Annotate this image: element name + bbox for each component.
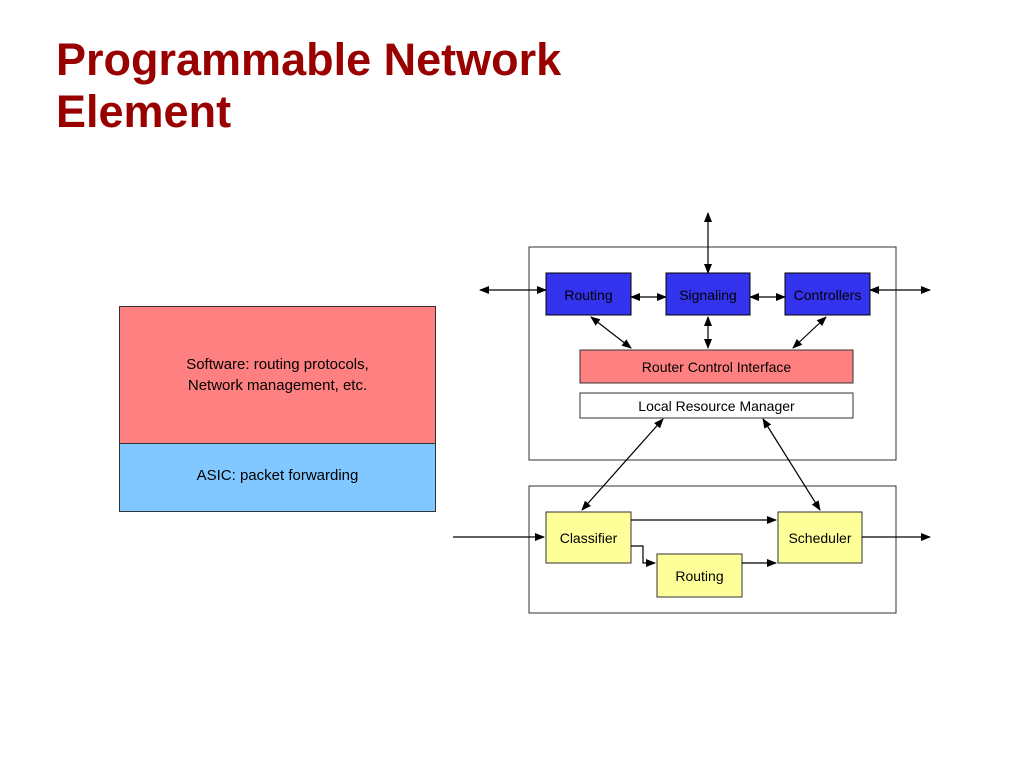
scheduler-label: Scheduler [788,530,851,546]
data-routing-label: Routing [675,568,723,584]
slide-title-line-2: Element [56,86,232,137]
local-resource-manager-label: Local Resource Manager [638,398,795,414]
router-control-interface-box [579,349,854,384]
data-routing-box [656,553,743,598]
control-plane-frame [528,246,897,461]
routing-module-box [545,272,632,316]
software-layer-box: Software: routing protocols, Network man… [119,306,436,444]
data-routing-block: Routing [656,553,743,598]
classifier-label: Classifier [560,530,618,546]
classifier-routing-arrow [631,545,656,567]
manager-scheduler-arrow [762,418,821,511]
hardware-layer-box: ASIC: packet forwarding [119,443,436,512]
router-control-interface-label: Router Control Interface [642,359,792,375]
controllers-module-box [784,272,871,316]
software-layer-label-line-2: Network management, etc. [187,377,368,394]
scheduler-block: Scheduler [777,511,863,564]
local-resource-manager: Local Resource Manager [579,392,854,419]
slide-title-line-1: Programmable Network [56,34,562,85]
controllers-interface-arrow [792,316,827,349]
software-layer-label-line-1: Software: routing protocols, [186,356,369,373]
controllers-module-label: Controllers [794,287,862,303]
data-plane-frame [528,485,897,614]
classifier-box [545,511,632,564]
routing-module: Routing [545,272,632,316]
controllers-module: Controllers [784,272,871,316]
hardware-layer-label: ASIC: packet forwarding [196,467,359,484]
local-resource-manager-box [579,392,854,419]
manager-classifier-arrow [581,418,664,511]
router-control-interface: Router Control Interface [579,349,854,384]
signaling-module-label: Signaling [679,287,737,303]
routing-interface-arrow [590,316,632,349]
signaling-module: Signaling [665,272,751,316]
slide-title: Programmable Network Element [56,34,561,138]
routing-module-label: Routing [564,287,612,303]
classifier-block: Classifier [545,511,632,564]
